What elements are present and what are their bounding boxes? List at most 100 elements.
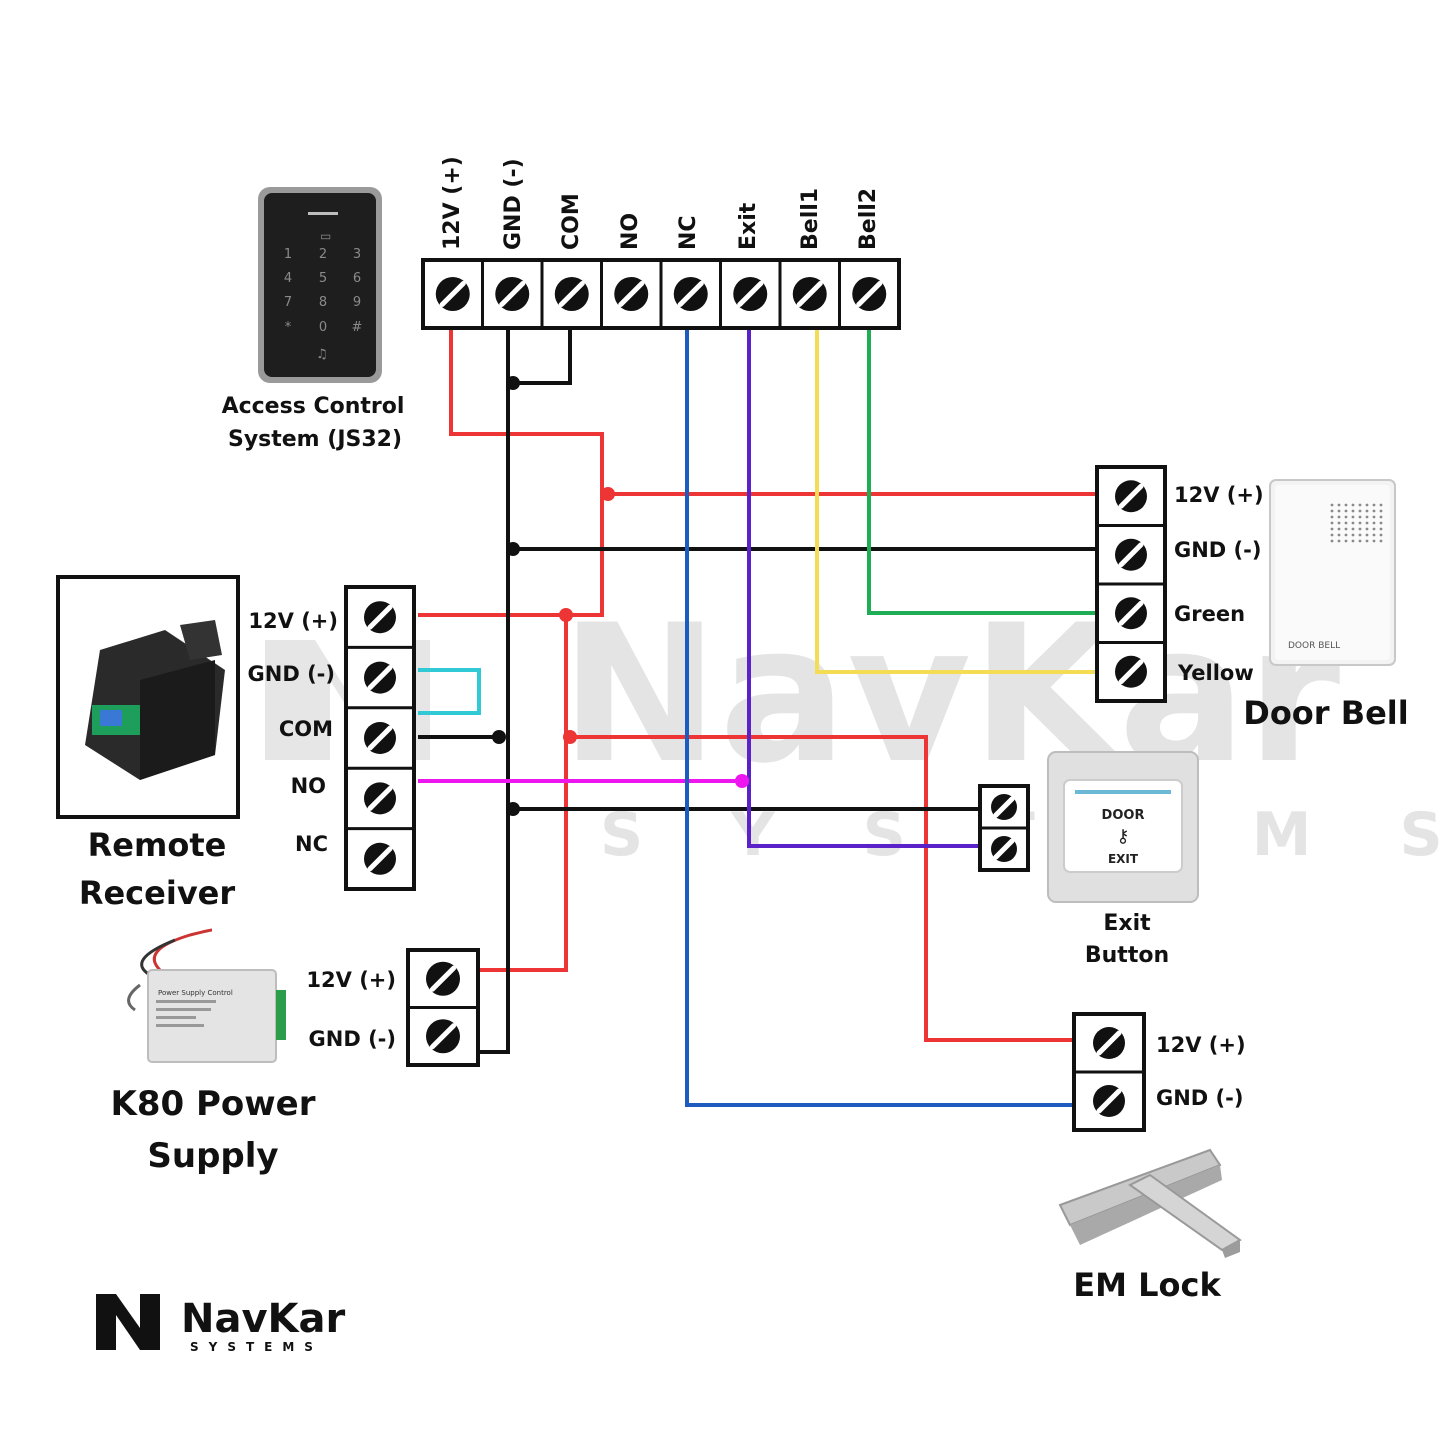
- junction-dot: [506, 542, 520, 556]
- door-bell-image: DOOR BELL: [1269, 479, 1396, 666]
- grille-dot: [1337, 521, 1341, 525]
- grille-dot: [1358, 515, 1362, 519]
- screw-slot: [1118, 542, 1144, 568]
- grille-dot: [1330, 533, 1334, 537]
- screw-slot: [558, 280, 585, 308]
- grille-dot: [1358, 509, 1362, 513]
- grille-dot: [1337, 539, 1341, 543]
- grille-dot: [1337, 515, 1341, 519]
- screw-slot: [367, 846, 393, 872]
- exit-terminal-block: [978, 784, 1030, 872]
- grille-dot: [1379, 527, 1383, 531]
- grille-dot: [1365, 539, 1369, 543]
- grille-dot: [1330, 527, 1334, 531]
- screw-slot: [499, 280, 526, 308]
- grille-dot: [1365, 515, 1369, 519]
- screw-slot: [618, 280, 645, 308]
- label-exit: Exit: [736, 202, 761, 250]
- grille-dot: [1330, 539, 1334, 543]
- label-gnd: GND (-): [501, 158, 526, 250]
- remote-receiver-image: [56, 575, 240, 819]
- grille-dot: [1351, 533, 1355, 537]
- screw-slot: [993, 838, 1015, 860]
- em-lock-title: EM Lock: [1073, 1266, 1221, 1304]
- grille-dot: [1358, 533, 1362, 537]
- label-bell1: Bell1: [798, 188, 823, 250]
- screw-slot: [1118, 659, 1144, 685]
- junction-dot: [506, 802, 520, 816]
- bell-label-yellow: Yellow: [1177, 661, 1254, 685]
- grille-dot: [1365, 503, 1369, 507]
- grille-dot: [1379, 521, 1383, 525]
- key-3: 3: [353, 247, 361, 262]
- junction-dot: [735, 774, 749, 788]
- grille-dot: [1344, 515, 1348, 519]
- logo-name: NavKar: [181, 1296, 346, 1342]
- grille-dot: [1379, 539, 1383, 543]
- label-no: NO: [618, 213, 643, 250]
- grille-dot: [1344, 521, 1348, 525]
- exit-button-title: Exit: [1103, 911, 1151, 936]
- key-0: 0: [319, 320, 327, 335]
- grille-dot: [1344, 539, 1348, 543]
- grille-dot: [1351, 527, 1355, 531]
- grille-dot: [1358, 539, 1362, 543]
- grille-dot: [1330, 503, 1334, 507]
- emlock-terminal-block: [1072, 1012, 1146, 1132]
- screw-slot: [367, 725, 393, 751]
- screw-slot: [1096, 1030, 1122, 1056]
- exit-face-top: DOOR: [1102, 808, 1145, 823]
- remote-receiver-title: Remote: [88, 826, 227, 864]
- key-icon: ⚷: [1116, 826, 1129, 847]
- grille-dot: [1351, 521, 1355, 525]
- em-lock-image: [1058, 1148, 1242, 1258]
- grille-dot: [1372, 503, 1376, 507]
- key-1: 1: [284, 247, 292, 262]
- grille-dot: [1351, 503, 1355, 507]
- grille-dot: [1379, 533, 1383, 537]
- power-supply-image: Power Supply Control: [127, 928, 286, 1063]
- wire-red-bell-12v: [449, 330, 1098, 496]
- door-bell-title: Door Bell: [1243, 694, 1408, 732]
- grille-dot: [1365, 527, 1369, 531]
- grille-dot: [1379, 503, 1383, 507]
- door-bell-terminal-block: [1095, 465, 1167, 703]
- grille-dot: [1358, 503, 1362, 507]
- wire-red-remote-12v: [418, 494, 604, 617]
- grille-dot: [1337, 533, 1341, 537]
- grille-dot: [1365, 533, 1369, 537]
- power-supply-subtitle: Supply: [147, 1136, 278, 1176]
- key-7: 7: [284, 295, 292, 310]
- grille-dot: [1358, 527, 1362, 531]
- logo-subtext: SYSTEMS: [190, 1340, 323, 1354]
- grille-dot: [1344, 509, 1348, 513]
- grille-dot: [1337, 509, 1341, 513]
- watermark-text: NavKar: [560, 584, 1341, 805]
- label-bell2: Bell2: [856, 188, 881, 250]
- screw-slot: [1118, 483, 1144, 509]
- grille-dot: [1372, 509, 1376, 513]
- screw-slot: [856, 280, 883, 308]
- grille-dot: [1372, 515, 1376, 519]
- screw-slot: [796, 280, 823, 308]
- grille-dot: [1379, 509, 1383, 513]
- exit-face-bottom: EXIT: [1108, 852, 1139, 866]
- screw-slot: [1118, 600, 1144, 626]
- grille-dot: [1365, 521, 1369, 525]
- remote-label-gnd: GND (-): [248, 662, 335, 686]
- access-control-subtitle: System (JS32): [228, 427, 402, 452]
- wire-red-power-12v: [480, 615, 568, 972]
- junction-dot: [492, 730, 506, 744]
- grille-dot: [1372, 527, 1376, 531]
- grille-dot: [1330, 521, 1334, 525]
- grille-dot: [1365, 509, 1369, 513]
- key-2: 2: [319, 247, 327, 262]
- screw-slot: [993, 796, 1015, 818]
- card-icon: ▭: [320, 229, 331, 243]
- wire-black-com-gnd: [513, 330, 572, 385]
- junction-dot: [601, 487, 615, 501]
- grille-dot: [1351, 539, 1355, 543]
- access-control-title: Access Control: [222, 394, 405, 419]
- access-control-keypad: ▭ 1 2 3 4 5 6 7 8 9 * 0 # ♫: [258, 187, 382, 383]
- remote-label-nc: NC: [295, 832, 328, 856]
